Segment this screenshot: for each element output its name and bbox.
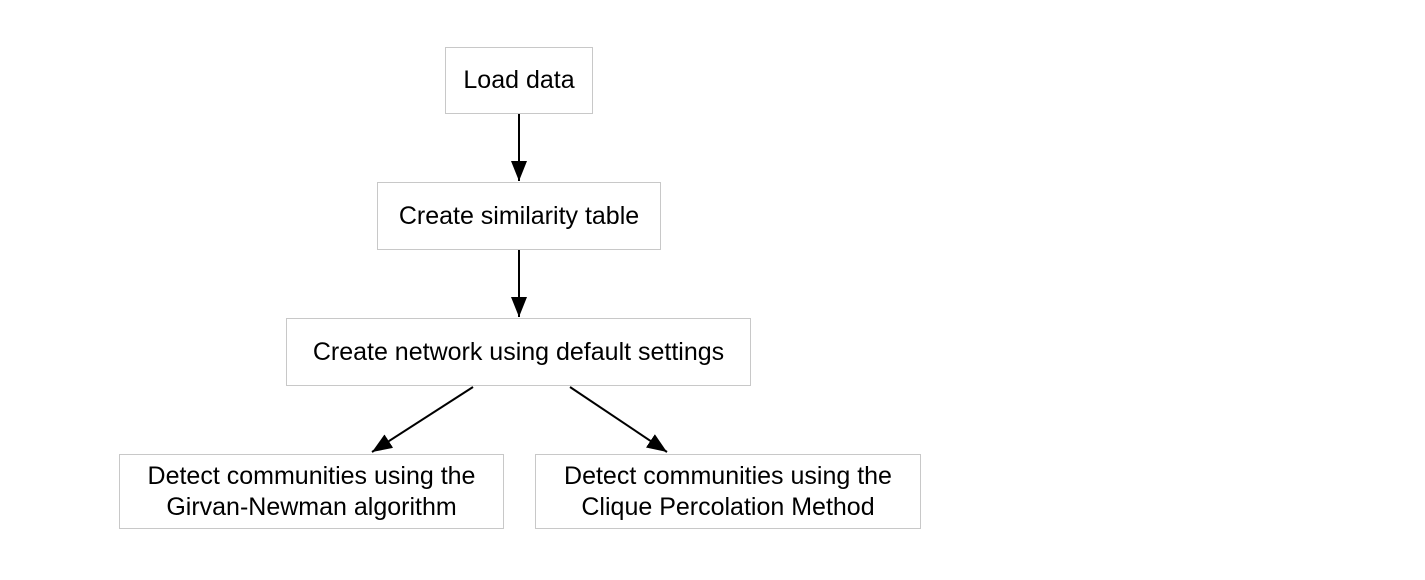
node-create-similarity-table-label: Create similarity table (398, 201, 640, 230)
node-create-similarity-table: Create similarity table (377, 182, 661, 250)
node-detect-girvan-newman-label: Detect communities using the Girvan-Newm… (147, 461, 476, 521)
edge-network-to-girvan-newman (371, 386, 474, 453)
edge-network-to-clique-percolation (569, 386, 668, 453)
node-load-data: Load data (445, 47, 593, 114)
node-load-data-label: Load data (463, 66, 575, 94)
node-create-network-label: Create network using default settings (312, 337, 725, 366)
node-create-network: Create network using default settings (286, 318, 751, 386)
node-detect-clique-percolation-label: Detect communities using the Clique Perc… (564, 461, 892, 521)
node-detect-girvan-newman: Detect communities using the Girvan-Newm… (119, 454, 504, 529)
node-detect-clique-percolation: Detect communities using the Clique Perc… (535, 454, 921, 529)
